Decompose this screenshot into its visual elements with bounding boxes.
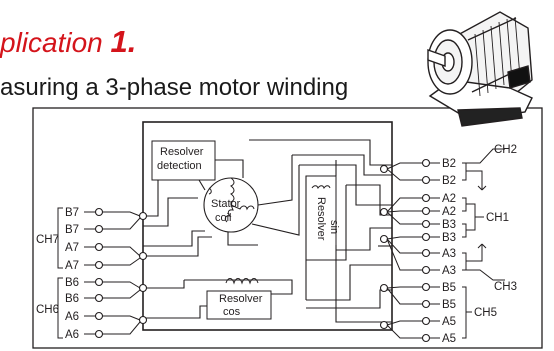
right-terminal-label: B5	[442, 299, 456, 311]
left-channel-brackets	[57, 207, 63, 339]
housing-terminals-right	[379, 164, 389, 330]
right-terminal-label: A2	[442, 206, 456, 218]
right-terminal-label: A5	[442, 333, 456, 345]
channel-label-ch5: CH5	[474, 307, 497, 319]
left-leads	[102, 211, 141, 335]
resolver-cos-line1: Resolver	[219, 293, 263, 305]
resolver-detection-box	[151, 140, 216, 181]
resolver-cos-line2: cos	[223, 306, 241, 318]
left-terminal-circles	[94, 207, 104, 339]
right-leads	[386, 162, 423, 339]
application-subheading: asuring a 3-phase motor winding	[0, 74, 349, 101]
left-terminal-label: B6	[65, 293, 79, 305]
right-terminal-label: A3	[442, 265, 456, 277]
stator-label-line2: coil	[215, 212, 232, 224]
resolver-sin-box	[305, 175, 337, 261]
resolver-detection-line2: detection	[157, 160, 202, 172]
right-terminal-label: B3	[442, 232, 456, 244]
left-terminal-label: A7	[65, 260, 79, 272]
heading-text: plication	[0, 27, 103, 58]
left-terminal-label: B7	[65, 224, 79, 236]
application-heading: plication 1.	[0, 26, 136, 57]
heading-number: 1.	[110, 24, 137, 59]
stator-label-line1: Stator	[211, 198, 241, 210]
right-terminal-label: B5	[442, 282, 456, 294]
left-connector-dashes	[84, 211, 95, 335]
channel-label-ch6: CH6	[36, 304, 59, 316]
motor-illustration	[427, 11, 533, 127]
stator-coil	[203, 177, 259, 233]
right-terminal-label: A3	[442, 248, 456, 260]
channel-label-ch2: CH2	[494, 144, 517, 156]
resolver-cos-box	[206, 290, 272, 320]
right-terminal-label: B3	[442, 219, 456, 231]
resolver-sin-line2: sin	[328, 220, 340, 234]
right-connector-dashes	[430, 162, 440, 339]
right-terminal-label: B2	[442, 158, 456, 170]
right-terminal-label: B2	[442, 175, 456, 187]
right-terminal-label: A2	[442, 193, 456, 205]
left-terminal-label: A6	[65, 311, 79, 323]
right-terminal-circles	[421, 158, 431, 343]
left-terminal-label: B7	[65, 207, 79, 219]
resolver-sin-line1: Resolver	[315, 197, 327, 241]
resolver-detection-line1: Resolver	[160, 146, 204, 158]
diagram-frame	[32, 107, 543, 349]
left-terminal-label: B6	[65, 277, 79, 289]
left-terminal-label: A6	[65, 329, 79, 341]
channel-label-ch3: CH3	[494, 281, 517, 293]
channel-label-ch7: CH7	[36, 234, 59, 246]
right-terminal-label: A5	[442, 316, 456, 328]
right-channel-brackets	[462, 148, 505, 339]
left-terminal-label: A7	[65, 242, 79, 254]
channel-label-ch1: CH1	[486, 212, 509, 224]
